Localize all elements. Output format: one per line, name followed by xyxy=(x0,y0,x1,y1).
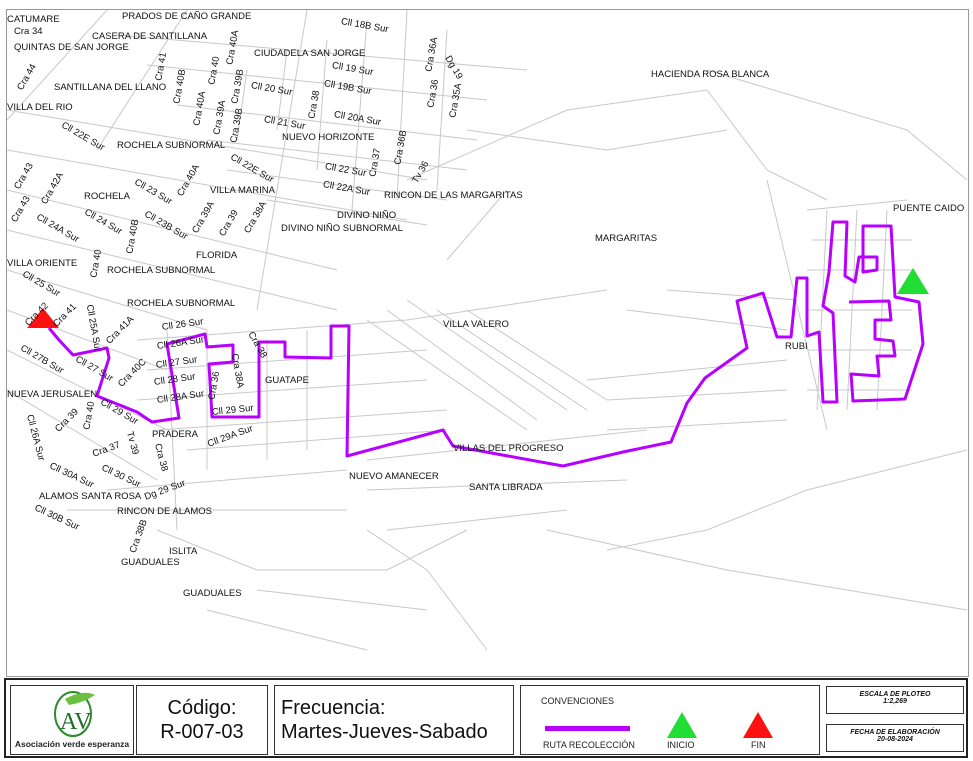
legend-start-icon xyxy=(667,712,697,738)
neighborhood-label: SANTA LIBRADA xyxy=(469,482,543,493)
date-label: FECHA DE ELABORACIÓN xyxy=(850,729,940,736)
route-line-swatch xyxy=(545,726,630,731)
title-block: AV Asociación verde esperanza Código: R-… xyxy=(4,678,968,758)
street-network xyxy=(7,10,968,651)
scale-value: 1:2,269 xyxy=(883,698,907,705)
neighborhood-label: VILLA DEL RIO xyxy=(7,102,73,113)
neighborhood-label: ROCHELA SUBNORMAL xyxy=(107,265,216,276)
neighborhood-label: GUADUALES xyxy=(183,588,242,599)
frequency-value: Martes-Jueves-Sabado xyxy=(281,721,488,743)
neighborhood-label: PRADOS DE CAÑO GRANDE xyxy=(122,11,252,22)
neighborhood-label: DIVINO NIÑO xyxy=(337,210,397,221)
svg-text:AV: AV xyxy=(60,709,92,735)
neighborhood-label: CASERA DE SANTILLANA xyxy=(92,31,208,42)
neighborhood-label: VILLAS DEL PROGRESO xyxy=(453,443,564,454)
neighborhood-label: MARGARITAS xyxy=(595,233,658,244)
neighborhood-label: NUEVO HORIZONTE xyxy=(282,132,375,143)
date-box: FECHA DE ELABORACIÓN 20-08-2024 xyxy=(826,724,964,752)
neighborhood-label: GUADUALES xyxy=(121,557,180,568)
neighborhood-label: ROCHELA SUBNORMAL xyxy=(127,298,236,309)
frequency-label: Frecuencia: xyxy=(281,697,386,719)
neighborhood-label: PUENTE CAIDO xyxy=(893,203,965,214)
neighborhood-label: GUATAPE xyxy=(265,375,309,386)
date-value: 20-08-2024 xyxy=(877,736,913,743)
neighborhood-label: VILLA MARINA xyxy=(210,185,275,196)
legend-box: CONVENCIONES RUTA RECOLECCIÓN INICIO FIN xyxy=(520,685,820,755)
legend-route-label: RUTA RECOLECCIÓN xyxy=(543,740,635,750)
neighborhood-label: CIUDADELA SAN JORGE xyxy=(254,48,366,59)
logo-icon: AV xyxy=(54,691,95,737)
logo-box: AV Asociación verde esperanza xyxy=(10,685,134,755)
scale-box: ESCALA DE PLOTEO 1:2,269 xyxy=(826,686,964,714)
neighborhood-label: FLORIDA xyxy=(196,250,238,261)
frequency-box: Frecuencia: Martes-Jueves-Sabado xyxy=(274,685,514,755)
streets xyxy=(7,10,968,651)
neighborhood-label: QUINTAS DE SAN JORGE xyxy=(14,42,129,53)
neighborhood-label: VILLA VALERO xyxy=(443,319,509,330)
neighborhood-label: RINCON DE ALAMOS xyxy=(117,506,213,517)
legend-end-icon xyxy=(743,712,773,738)
start-marker-icon xyxy=(897,268,929,294)
end-marker-icon xyxy=(27,308,59,328)
neighborhood-label: HACIENDA ROSA BLANCA xyxy=(651,69,770,80)
code-value: R-007-03 xyxy=(160,721,244,743)
neighborhood-label: PRADERA xyxy=(152,429,198,440)
neighborhood-label: NUEVA JERUSALEN xyxy=(7,389,98,400)
logo-text: Asociación verde esperanza xyxy=(14,739,130,749)
neighborhood-label: ALAMOS SANTA ROSA xyxy=(39,491,142,502)
neighborhood-label: DIVINO NIÑO SUBNORMAL xyxy=(281,223,403,234)
neighborhood-label: RINCON DE LAS MARGARITAS xyxy=(384,190,523,201)
collection-route xyxy=(47,220,925,468)
neighborhood-label: RUBI xyxy=(785,341,808,352)
neighborhood-label: CATUMARE xyxy=(7,14,60,25)
neighborhood-label: ROCHELA SUBNORMAL xyxy=(117,140,226,151)
legend-end-label: FIN xyxy=(751,740,766,750)
neighborhood-label: SANTILLANA DEL LLANO xyxy=(54,82,167,93)
street-label: Cra 34 xyxy=(14,26,43,37)
legend-title: CONVENCIONES xyxy=(541,696,615,706)
neighborhood-label: ISLITA xyxy=(169,546,198,557)
code-label: Código: xyxy=(167,697,237,719)
legend-start-label: INICIO xyxy=(667,740,695,750)
code-box: Código: R-007-03 xyxy=(136,685,268,755)
neighborhood-label: VILLA ORIENTE xyxy=(7,258,78,269)
neighborhood-label: ROCHELA xyxy=(84,191,130,202)
map-canvas[interactable]: CATUMARE PRADOS DE CAÑO GRANDE CASERA DE S… xyxy=(6,9,969,677)
neighborhood-label: NUEVO AMANECER xyxy=(349,471,439,482)
scale-label: ESCALA DE PLOTEO xyxy=(859,691,931,698)
